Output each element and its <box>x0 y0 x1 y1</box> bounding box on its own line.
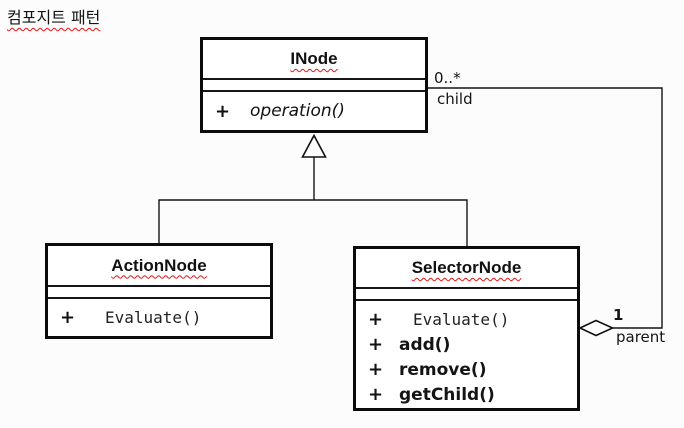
class-name-inode-label: INode <box>290 49 338 68</box>
role-label-child: child <box>437 90 473 108</box>
method-visibility: + <box>368 309 384 330</box>
method-visibility: + <box>60 307 76 328</box>
role-label-parent: parent <box>616 328 666 346</box>
method-visibility: + <box>215 100 231 122</box>
class-box-inode: INode + operation() <box>200 37 428 133</box>
method-visibility: + <box>368 334 384 355</box>
method-signature: operation() <box>250 101 345 121</box>
method-row: + Evaluate() <box>368 307 577 332</box>
method-signature: getChild() <box>399 384 495 405</box>
multiplicity-label-child: 0..* <box>434 69 461 87</box>
class-attributes-actionnode <box>48 287 270 299</box>
class-attributes-selectornode <box>356 289 577 301</box>
method-row: + getChild() <box>368 382 577 407</box>
class-attributes-inode <box>203 80 425 92</box>
method-signature: remove() <box>399 359 487 380</box>
method-row: + Evaluate() <box>60 305 270 330</box>
class-name-selectornode: SelectorNode <box>356 249 577 289</box>
aggregation-diamond-icon <box>578 319 615 337</box>
inheritance-triangle-icon <box>301 133 327 158</box>
class-box-actionnode: ActionNode + Evaluate() <box>45 243 273 339</box>
class-methods-actionnode: + Evaluate() <box>48 299 270 336</box>
class-box-selectornode: SelectorNode + Evaluate() + add() + remo… <box>353 246 580 411</box>
class-name-inode: INode <box>203 40 425 80</box>
method-signature: add() <box>399 334 451 355</box>
method-row: + add() <box>368 332 577 357</box>
generalization-line-actionnode-selectornode <box>158 199 468 246</box>
method-row: + operation() <box>215 99 425 124</box>
method-signature: Evaluate() <box>413 310 510 329</box>
method-signature: Evaluate() <box>105 308 202 327</box>
class-methods-inode: + operation() <box>203 92 425 130</box>
class-name-actionnode: ActionNode <box>48 246 270 287</box>
method-visibility: + <box>368 359 384 380</box>
method-visibility: + <box>368 384 384 405</box>
class-name-actionnode-label: ActionNode <box>111 255 207 275</box>
method-row: + remove() <box>368 357 577 382</box>
page-title: 컴포지트 패턴 <box>7 8 101 27</box>
class-name-selectornode-label: SelectorNode <box>411 258 522 277</box>
class-methods-selectornode: + Evaluate() + add() + remove() + getChi… <box>356 301 577 408</box>
multiplicity-label-parent: 1 <box>613 306 624 324</box>
